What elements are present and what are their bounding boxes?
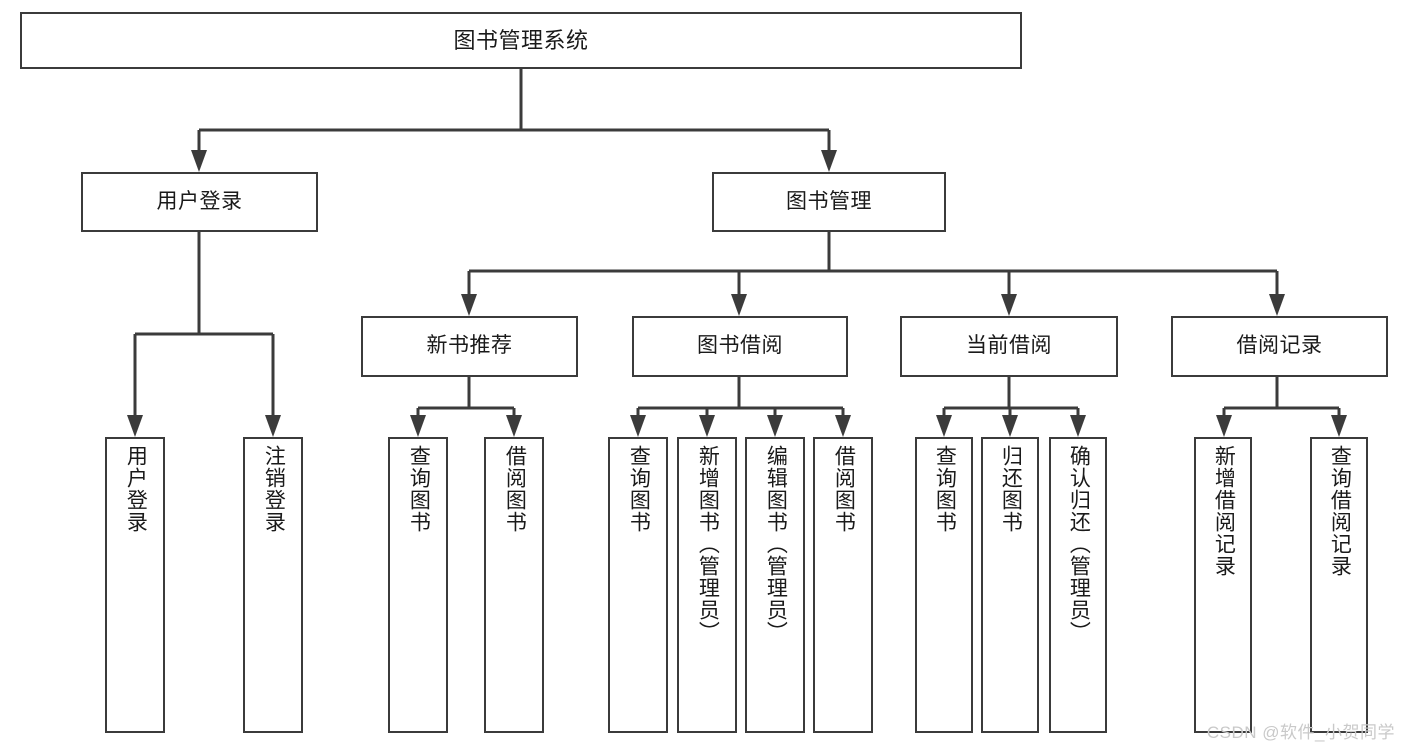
node-leaf-5[interactable]: 新增图书（管理员） [677, 437, 737, 733]
node-level3-3[interactable]: 借阅记录 [1171, 316, 1388, 377]
node-leaf-11[interactable]: 新增借阅记录 [1194, 437, 1252, 733]
node-leaf-9[interactable]: 归还图书 [981, 437, 1039, 733]
node-leaf-6-label: 编辑图书（管理员） [764, 445, 788, 643]
node-level3-2[interactable]: 当前借阅 [900, 316, 1118, 377]
node-level2-0-label: 用户登录 [156, 189, 243, 213]
node-leaf-9-label: 归还图书 [999, 445, 1023, 533]
node-leaf-3-label: 借阅图书 [503, 445, 527, 533]
node-leaf-7-label: 借阅图书 [832, 445, 856, 533]
node-leaf-8[interactable]: 查询图书 [915, 437, 973, 733]
node-level3-3-label: 借阅记录 [1236, 334, 1323, 358]
node-level2-1[interactable]: 图书管理 [712, 172, 946, 232]
node-level2-1-label: 图书管理 [786, 189, 872, 213]
node-leaf-10[interactable]: 确认归还（管理员） [1049, 437, 1107, 733]
node-level3-2-label: 当前借阅 [966, 334, 1052, 358]
node-leaf-6[interactable]: 编辑图书（管理员） [745, 437, 805, 733]
watermark-credit: CSDN @软件_小贺同学 [1206, 723, 1395, 742]
node-leaf-12[interactable]: 查询借阅记录 [1310, 437, 1368, 733]
node-leaf-0-label: 用户登录 [124, 445, 148, 533]
node-root[interactable]: 图书管理系统 [20, 12, 1022, 69]
node-leaf-4[interactable]: 查询图书 [608, 437, 668, 733]
node-leaf-1-label: 注销登录 [262, 445, 286, 533]
node-leaf-2-label: 查询图书 [407, 445, 431, 533]
node-leaf-0[interactable]: 用户登录 [105, 437, 165, 733]
node-leaf-3[interactable]: 借阅图书 [484, 437, 544, 733]
node-leaf-8-label: 查询图书 [933, 445, 957, 533]
node-leaf-2[interactable]: 查询图书 [388, 437, 448, 733]
node-level3-1[interactable]: 图书借阅 [632, 316, 848, 377]
node-level2-0[interactable]: 用户登录 [81, 172, 318, 232]
node-leaf-12-label: 查询借阅记录 [1328, 445, 1352, 577]
node-leaf-1[interactable]: 注销登录 [243, 437, 303, 733]
node-leaf-4-label: 查询图书 [627, 445, 651, 533]
node-leaf-10-label: 确认归还（管理员） [1067, 445, 1091, 643]
node-root-label: 图书管理系统 [453, 27, 589, 53]
node-leaf-7[interactable]: 借阅图书 [813, 437, 873, 733]
node-leaf-5-label: 新增图书（管理员） [696, 445, 720, 643]
node-level3-1-label: 图书借阅 [697, 334, 783, 358]
node-level3-0-label: 新书推荐 [426, 334, 513, 358]
node-level3-0[interactable]: 新书推荐 [361, 316, 578, 377]
node-leaf-11-label: 新增借阅记录 [1212, 445, 1236, 577]
